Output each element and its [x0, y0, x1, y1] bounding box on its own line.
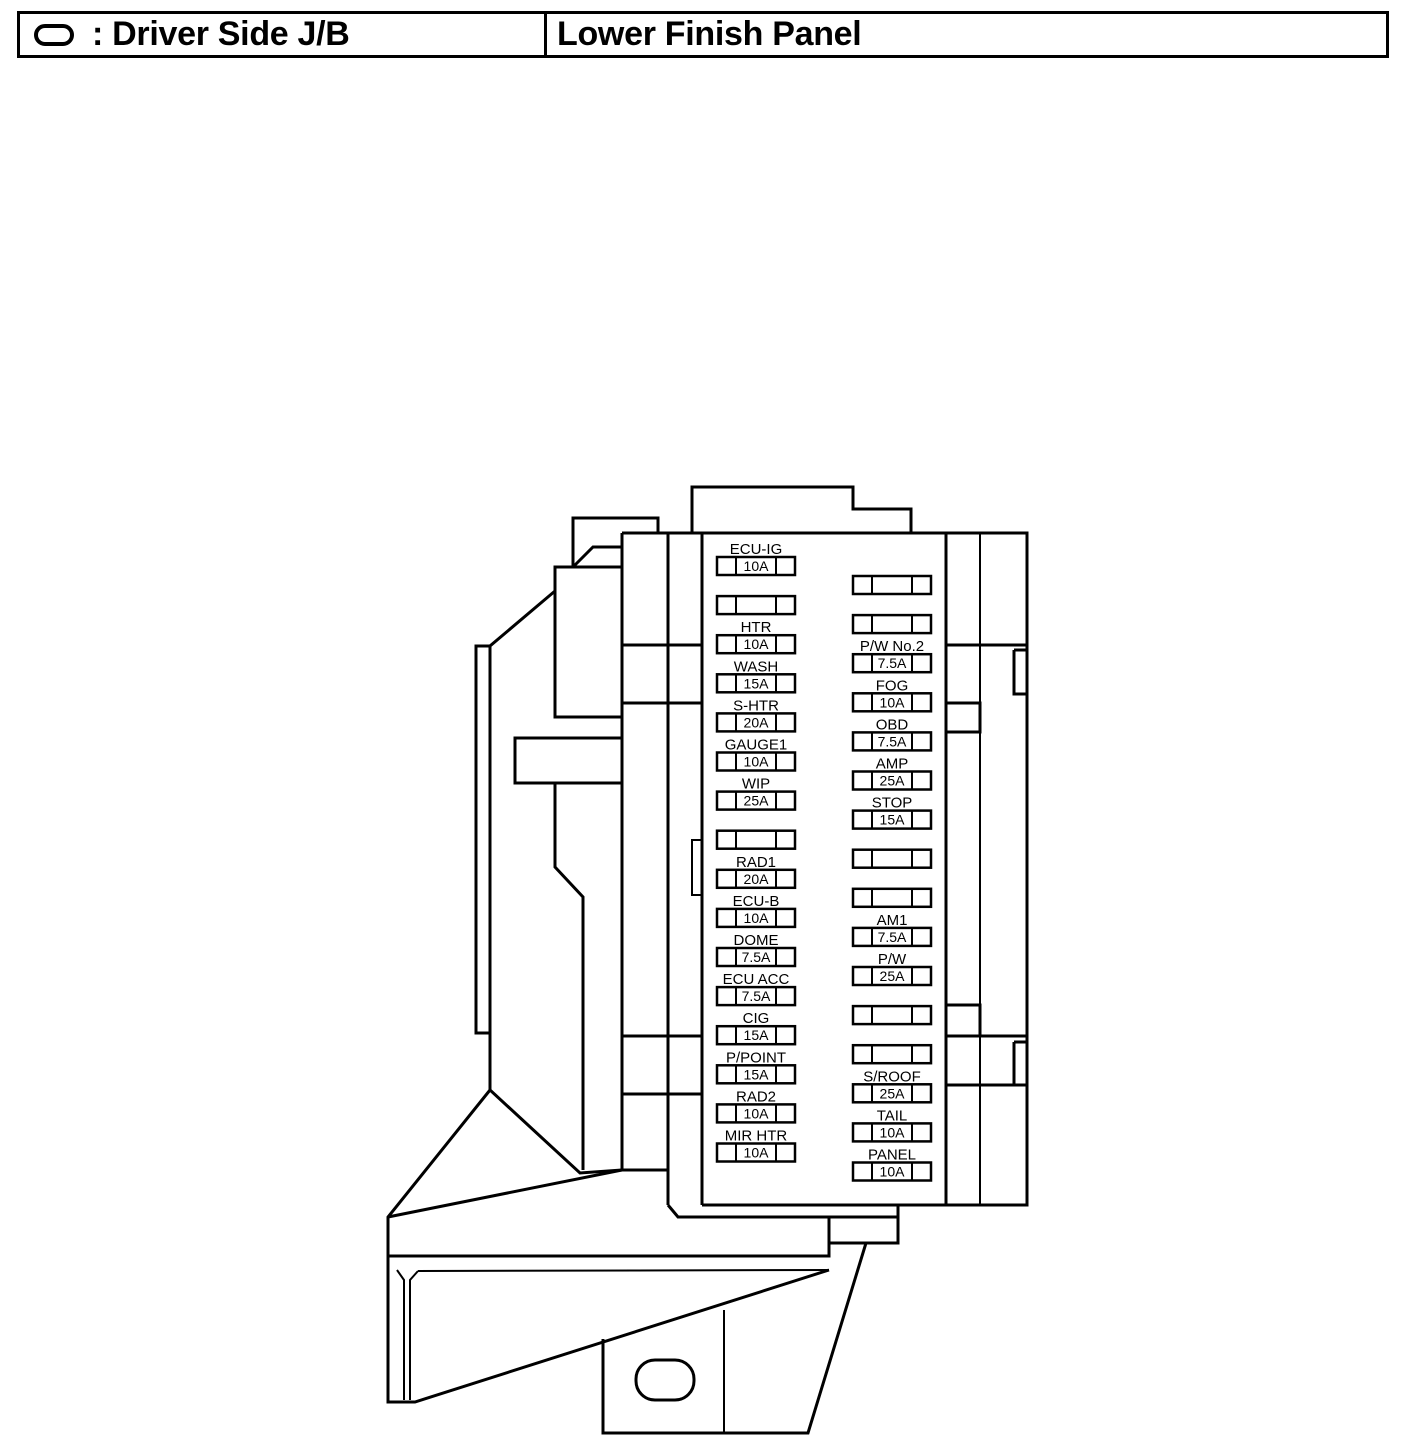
fuse-rating: 25A	[880, 773, 906, 789]
header-location-cell: : Driver Side J/B	[20, 14, 547, 55]
fuse-label: FOG	[876, 677, 909, 694]
fuse-label: RAD2	[736, 1088, 776, 1105]
fuse-rating: 25A	[744, 793, 770, 809]
fuse-label: AMP	[876, 756, 909, 773]
fuse-rating: 7.5A	[878, 655, 907, 671]
fuse-label: PANEL	[868, 1147, 916, 1164]
fuse-label: WASH	[734, 658, 778, 675]
fuse-label: S/ROOF	[863, 1068, 921, 1085]
fuse-label: MIR HTR	[725, 1128, 788, 1145]
fuse-label: P/W No.2	[860, 638, 924, 655]
header-position-cell: Lower Finish Panel	[547, 14, 1386, 55]
fuse-rating: 10A	[744, 1105, 770, 1121]
fuse-label: WIP	[742, 776, 770, 793]
fuse-body	[851, 1004, 933, 1026]
fuse-label: DOME	[734, 932, 779, 949]
fuse-right-12	[851, 1004, 933, 1026]
fuse-label: ECU-B	[733, 893, 780, 910]
fuse-right-2	[851, 613, 933, 635]
fuse-label: TAIL	[877, 1107, 908, 1124]
fuse-label: STOP	[872, 795, 913, 812]
fuse-rating: 7.5A	[878, 929, 907, 945]
fuse-label: P/W	[878, 951, 907, 968]
fuse-rating: 10A	[880, 1164, 906, 1180]
location-symbol-icon	[34, 23, 74, 46]
fuse-label: ECU ACC	[723, 971, 790, 988]
fuse-left-2	[715, 594, 797, 616]
fuse-label: RAD1	[736, 854, 776, 871]
fuse-rating: 25A	[880, 968, 906, 984]
fuse-right-9	[851, 887, 933, 909]
header-bar: : Driver Side J/B Lower Finish Panel	[17, 11, 1389, 58]
fuse-rating: 7.5A	[878, 733, 907, 749]
fuse-label: ECU-IG	[730, 541, 783, 558]
fuse-rating: 10A	[880, 694, 906, 710]
fuse-body	[715, 594, 797, 616]
fuse-rating: 15A	[744, 675, 770, 691]
fuse-body	[715, 829, 797, 850]
fuse-label: P/POINT	[726, 1049, 786, 1066]
fuse-rating: 7.5A	[742, 949, 771, 965]
fuse-rating: 15A	[744, 1027, 770, 1043]
fuse-right-1	[851, 574, 933, 596]
fuse-body	[851, 848, 933, 869]
fuse-label: OBD	[876, 716, 909, 733]
fuse-rating: 15A	[880, 812, 906, 828]
fuse-label: GAUGE1	[725, 737, 788, 754]
fuse-right-3: 7.5AP/W No.2	[851, 638, 933, 674]
fuse-rating: 10A	[744, 1145, 770, 1161]
fuse-rating: 25A	[880, 1085, 906, 1101]
fuse-array: 10AECU-IG10AHTR15AWASH20AS-HTR10AGAUGE12…	[715, 541, 933, 1182]
fuse-label: HTR	[741, 619, 772, 636]
fuse-body	[851, 887, 933, 909]
fuse-body	[851, 1043, 933, 1065]
junction-block-title: : Driver Side J/B	[92, 15, 350, 53]
fuse-rating: 7.5A	[742, 988, 771, 1004]
fuse-rating: 10A	[880, 1124, 906, 1140]
fuse-rating: 20A	[744, 871, 770, 887]
fuse-rating: 10A	[744, 754, 770, 770]
mounting-location-title: Lower Finish Panel	[557, 15, 862, 53]
fuse-label: S-HTR	[733, 697, 779, 714]
mounting-hole	[634, 1358, 696, 1402]
fuse-right-13	[851, 1043, 933, 1065]
fuse-rating: 10A	[744, 910, 770, 926]
fuse-rating: 10A	[744, 636, 770, 652]
junction-block-housing	[386, 485, 1029, 1435]
fuse-rating: 15A	[744, 1066, 770, 1082]
fuse-body	[851, 613, 933, 635]
fuse-left-8	[715, 829, 797, 850]
fuse-label: CIG	[743, 1010, 770, 1027]
fuse-rating: 20A	[744, 714, 770, 730]
fuse-label: AM1	[877, 912, 908, 929]
fuse-body	[851, 574, 933, 596]
fuse-right-8	[851, 848, 933, 869]
fuse-rating: 10A	[744, 558, 770, 574]
